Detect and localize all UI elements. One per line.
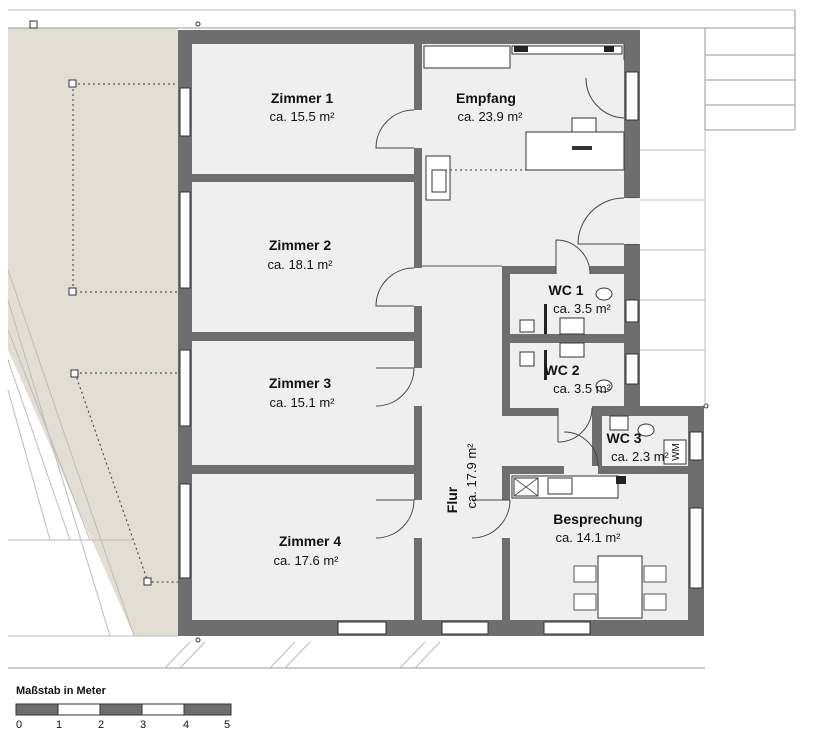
room-area-zimmer-1: ca. 15.5 m² xyxy=(269,109,335,124)
room-area-wc-3: ca. 2.3 m² xyxy=(611,449,669,464)
scale-tick-5: 5 xyxy=(224,719,230,731)
garden-marker xyxy=(68,79,77,88)
furniture xyxy=(422,45,687,619)
reception-shelf xyxy=(423,45,511,69)
counter xyxy=(511,45,623,55)
scale-tick-2: 2 xyxy=(98,719,104,731)
room-area-zimmer-4: ca. 17.6 m² xyxy=(273,553,339,568)
room-area-empfang: ca. 23.9 m² xyxy=(457,109,523,124)
room-name-wc-1: WC 1 xyxy=(549,282,584,298)
room-area-flur: ca. 17.9 m² xyxy=(464,443,479,509)
doors xyxy=(375,44,640,539)
terrace-area xyxy=(8,28,178,636)
room-name-zimmer-4: Zimmer 4 xyxy=(279,533,341,549)
room-labels: Zimmer 1 ca. 15.5 m² Zimmer 2 ca. 18.1 m… xyxy=(267,90,682,568)
grass-area xyxy=(8,28,60,150)
garden-marker xyxy=(68,287,77,296)
room-name-empfang: Empfang xyxy=(456,90,516,106)
room-name-besprechung: Besprechung xyxy=(553,511,642,527)
room-area-besprechung: ca. 14.1 m² xyxy=(555,530,621,545)
scale-tick-4: 4 xyxy=(183,719,189,731)
garden-marker xyxy=(143,577,152,586)
room-area-zimmer-3: ca. 15.1 m² xyxy=(269,395,335,410)
scale-bar: Maßstab in Meter 0 1 2 3 4 5 xyxy=(15,685,232,731)
toilet-icon xyxy=(595,287,613,301)
room-name-zimmer-2: Zimmer 2 xyxy=(269,237,331,253)
room-name-zimmer-3: Zimmer 3 xyxy=(269,375,331,391)
toilet-icon xyxy=(595,379,613,393)
scale-tick-1: 1 xyxy=(56,719,62,731)
room-area-wc-1: ca. 3.5 m² xyxy=(553,301,611,316)
office-chair xyxy=(571,117,597,133)
room-name-flur: Flur xyxy=(444,486,460,513)
washing-machine-label: WM xyxy=(671,443,682,461)
room-area-wc-2: ca. 3.5 m² xyxy=(553,381,611,396)
meeting-table xyxy=(597,555,643,619)
reception-desk xyxy=(525,131,625,171)
site-context xyxy=(7,9,796,669)
room-name-wc-3: WC 3 xyxy=(607,430,642,446)
corner-post xyxy=(29,20,38,29)
washing-machine xyxy=(663,439,687,465)
scale-bar-title: Maßstab in Meter xyxy=(16,685,107,697)
room-name-wc-2: WC 2 xyxy=(545,362,580,378)
room-name-zimmer-1: Zimmer 1 xyxy=(271,90,333,106)
garden-marker xyxy=(70,369,79,378)
scale-tick-0: 0 xyxy=(16,719,22,731)
toilet-icon xyxy=(637,423,655,437)
scale-tick-3: 3 xyxy=(140,719,146,731)
room-area-zimmer-2: ca. 18.1 m² xyxy=(267,257,333,272)
